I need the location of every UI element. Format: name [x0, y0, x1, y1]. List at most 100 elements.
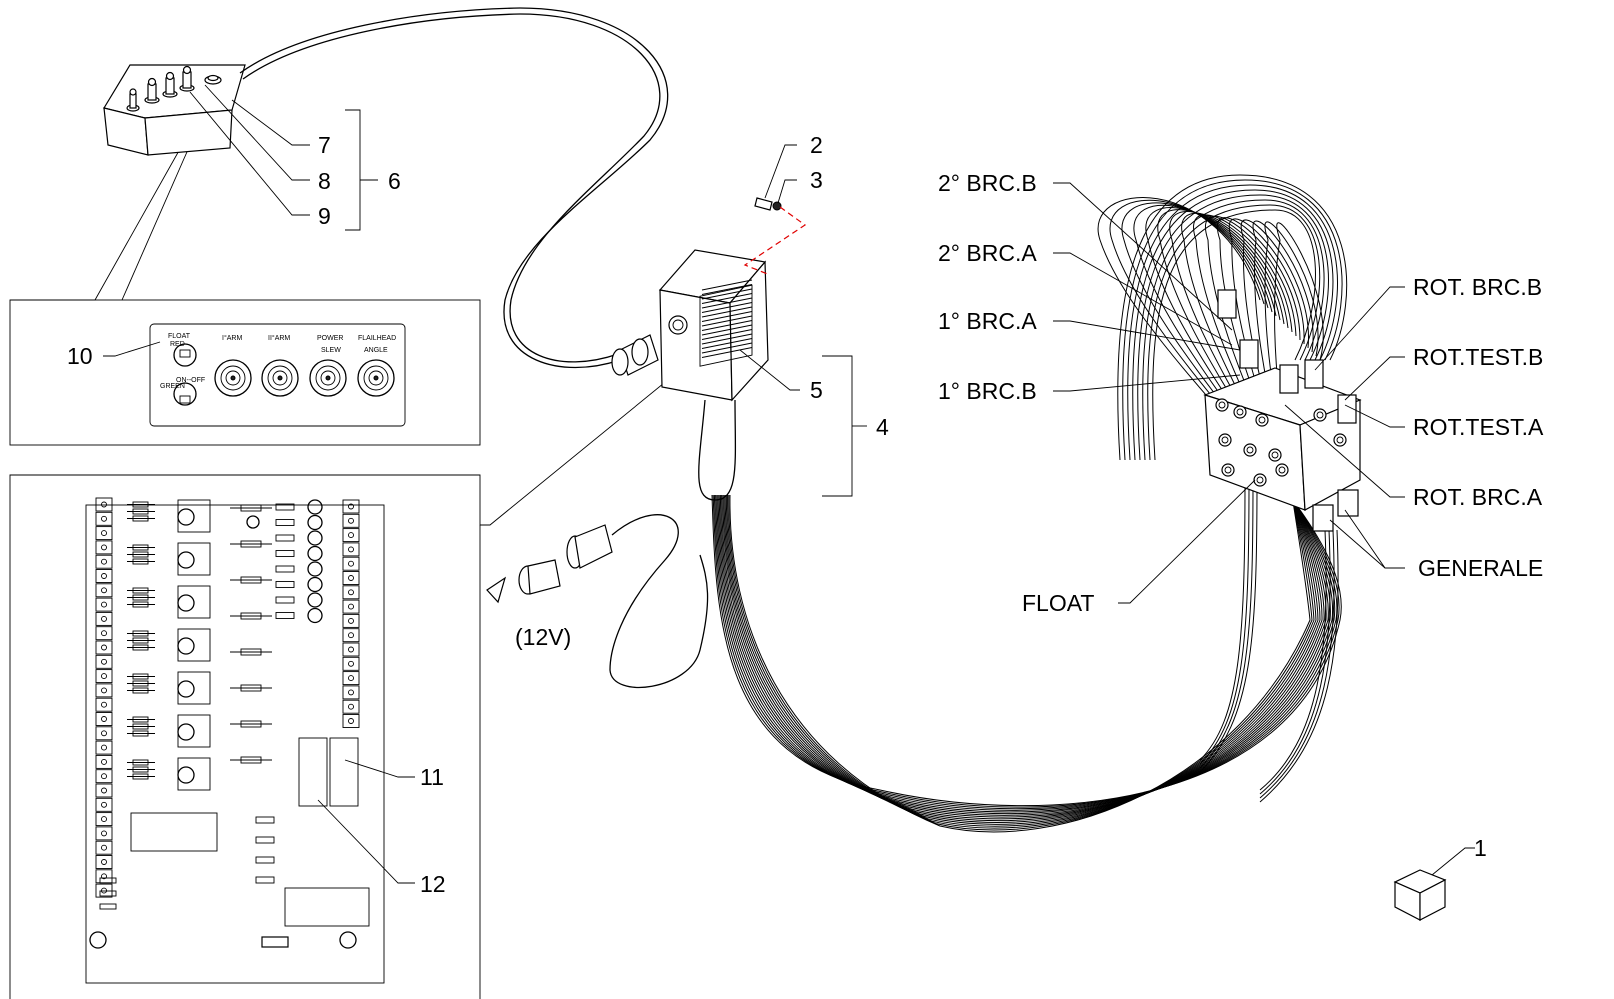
- terminal-left: [95, 583, 113, 598]
- label-rot-test-b: ROT.TEST.B: [1413, 344, 1543, 370]
- led: [307, 514, 323, 531]
- relay: [177, 723, 195, 741]
- mount-hole: [339, 931, 357, 949]
- resistor: [99, 877, 117, 884]
- callout-6: 6: [388, 168, 401, 194]
- terminal-left: [95, 797, 113, 812]
- label-1-brc-a: 1° BRC.A: [938, 308, 1037, 334]
- terminal-left: [95, 840, 113, 855]
- terminal-right: [342, 685, 360, 700]
- hose-loop: [1132, 189, 1334, 461]
- relay: [177, 551, 195, 569]
- connector-socket-icon: [668, 315, 688, 335]
- terminal-left: [95, 712, 113, 726]
- terminal-right: [342, 642, 360, 657]
- terminal-screw: [101, 673, 107, 680]
- callout-4: 4: [876, 414, 889, 440]
- joystick-power-slew-icon: [309, 359, 347, 397]
- callout-7: 7: [318, 132, 331, 158]
- led: [307, 592, 323, 608]
- ecu-module: [611, 197, 807, 501]
- terminal-left: [95, 654, 113, 669]
- terminal-screw: [101, 787, 107, 794]
- terminal-right: [342, 599, 360, 614]
- relay: [177, 637, 195, 655]
- mount-hole: [89, 931, 107, 949]
- terminal-screw: [348, 646, 354, 653]
- label-rot-test-a: ROT.TEST.A: [1413, 414, 1544, 440]
- valve-port: [1221, 463, 1235, 477]
- valve-port-inner: [1218, 401, 1226, 409]
- heatsink-fin: [701, 288, 753, 300]
- hose-generale: [1259, 529, 1331, 795]
- terminal-left: [95, 540, 113, 555]
- power-label: (12V): [515, 624, 571, 650]
- label-rot-brc-b: ROT. BRC.B: [1413, 274, 1542, 300]
- valve-port-inner: [1236, 408, 1244, 416]
- float-switch-icon: [173, 343, 197, 367]
- callout-leaders-lower: [103, 341, 415, 884]
- valve-port-inner: [1336, 436, 1344, 444]
- terminal-left: [95, 611, 113, 626]
- heatsink-fin: [701, 306, 753, 318]
- terminal-screw: [348, 632, 354, 639]
- terminal-screw: [348, 675, 354, 682]
- terminal-screw: [101, 630, 107, 637]
- terminal-right: [342, 513, 360, 528]
- resistor: [275, 503, 295, 511]
- callout-5: 5: [810, 377, 823, 403]
- heatsink-fin: [701, 333, 753, 345]
- terminal-left: [95, 740, 113, 755]
- toggle-switch-icon: [126, 65, 222, 112]
- terminal-screw: [101, 758, 107, 765]
- terminal-right: [342, 699, 360, 714]
- heatsink-fin: [701, 311, 753, 322]
- hose-float: [1199, 479, 1258, 773]
- terminal-left: [95, 526, 113, 541]
- label-generale: GENERALE: [1418, 555, 1543, 581]
- led: [307, 530, 323, 546]
- terminal-screw: [101, 773, 107, 780]
- detail-box-circuit-board: [9, 369, 681, 999]
- terminal-screw: [101, 615, 107, 622]
- led: [307, 499, 323, 515]
- callout-3: 3: [810, 167, 823, 193]
- terminal-screw: [348, 603, 354, 610]
- valve-block: [1203, 289, 1362, 532]
- terminal-screw: [101, 844, 107, 851]
- terminal-screw: [101, 859, 107, 865]
- hose-line: [712, 199, 1340, 808]
- terminal-left: [95, 669, 113, 684]
- label-flailhead: FLAILHEAD: [358, 335, 396, 342]
- heatsink-fin: [701, 324, 753, 336]
- valve-port: [1268, 448, 1282, 462]
- terminal-screw: [101, 801, 107, 808]
- led: [307, 545, 323, 562]
- hose-line: [725, 219, 1317, 827]
- hose-loop: [1127, 184, 1338, 461]
- terminal-left: [95, 812, 113, 827]
- terminal-right: [342, 542, 360, 557]
- terminal-screw: [348, 703, 354, 710]
- terminal-right: [342, 628, 360, 643]
- resistor: [255, 816, 275, 824]
- control-box: [103, 7, 669, 368]
- terminal-screw: [348, 532, 354, 539]
- terminal-screw: [101, 816, 107, 823]
- heatsink-fin: [701, 320, 753, 331]
- resistor: [255, 836, 275, 844]
- resistor: [275, 581, 295, 588]
- hose-float: [1199, 479, 1254, 769]
- label-arm2: II°ARM: [268, 334, 290, 342]
- hose-float: [1199, 479, 1250, 765]
- valve-port-inner: [1224, 466, 1232, 474]
- terminal-screw: [101, 587, 107, 594]
- valve-ports: [1215, 398, 1347, 487]
- terminal-left: [95, 626, 113, 641]
- hose-loop: [1122, 179, 1343, 461]
- heatsink-fin: [701, 293, 753, 304]
- hose-line: [719, 212, 1327, 818]
- resistor: [275, 596, 295, 604]
- heatsink-fin: [701, 338, 753, 349]
